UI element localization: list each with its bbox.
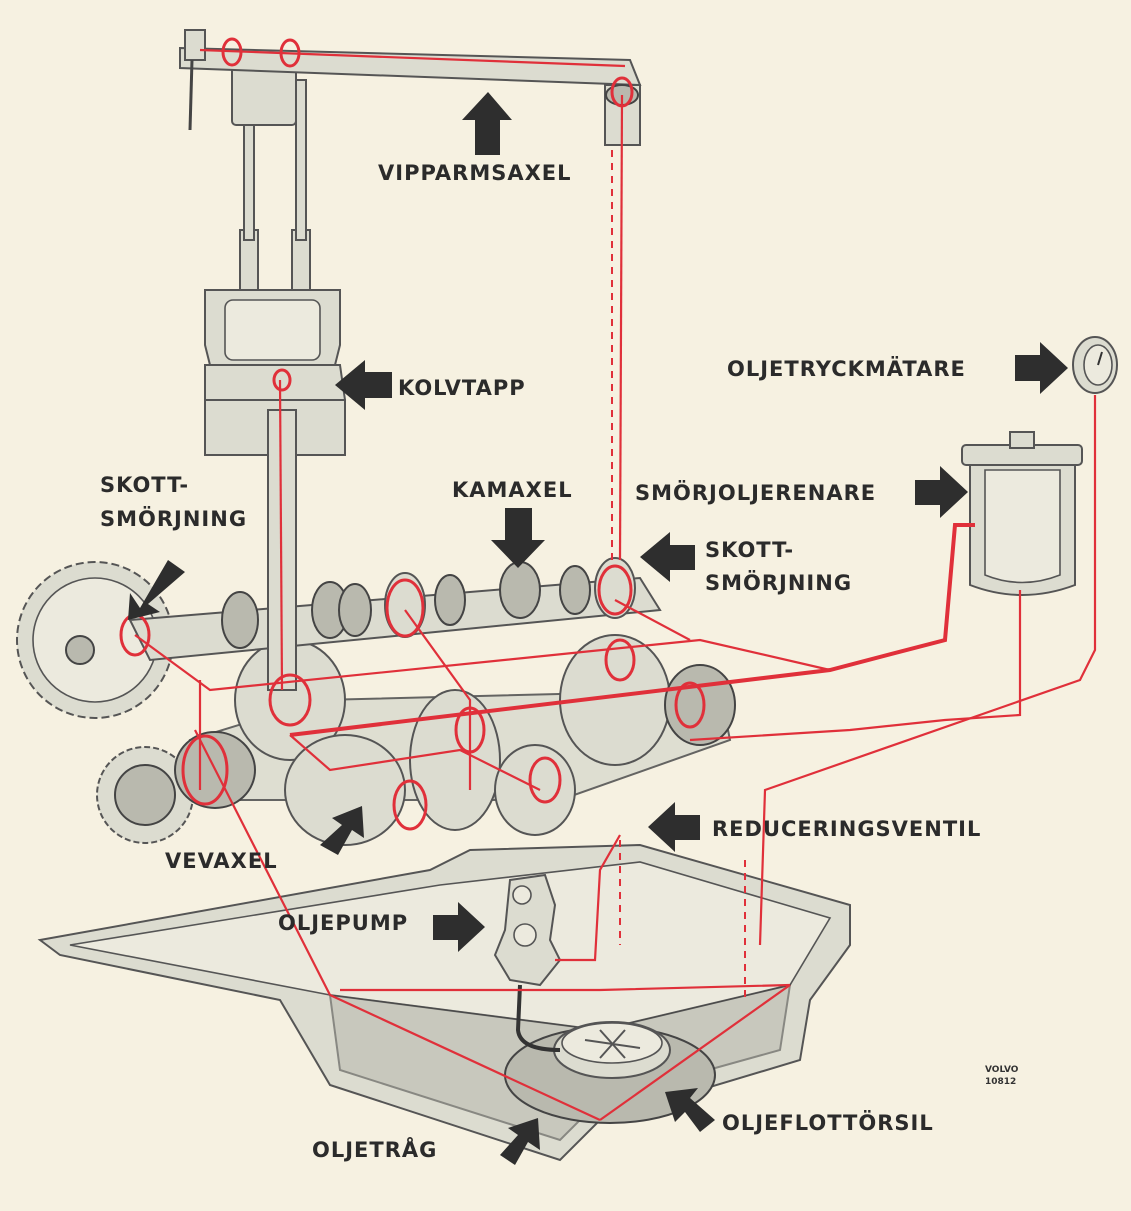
arrow-vevaxel: [320, 806, 364, 855]
arrow-oljeflottorsil: [665, 1088, 715, 1132]
oil-filter: [961, 431, 1083, 596]
label-vipparmsaxel: VIPPARMSAXEL: [378, 161, 572, 185]
label-volvo-2: 10812: [985, 1077, 1016, 1087]
label-smorjoljerenare: SMÖRJOLJERENARE: [635, 480, 876, 505]
timing-gears: [16, 561, 194, 844]
label-skott-right-2: SMÖRJNING: [705, 570, 852, 595]
label-oljepump: OLJEPUMP: [278, 911, 408, 935]
arrow-oljetryckmatare: [1015, 342, 1068, 394]
arrow-reduceringsventil: [648, 802, 700, 852]
label-reduceringsventil: REDUCERINGSVENTIL: [712, 817, 981, 841]
label-oljetrag: OLJETRÅG: [312, 1137, 437, 1162]
arrow-kamaxel: [491, 508, 545, 568]
arrow-oljepump: [433, 902, 485, 952]
oil-pressure-gauge: [1072, 336, 1118, 394]
crankshaft: [174, 634, 736, 846]
label-skott-right-1: SKOTT-: [705, 538, 794, 562]
label-oljeflottorsil: OLJEFLOTTÖRSIL: [722, 1110, 934, 1135]
arrow-oljetrag: [500, 1118, 540, 1165]
arrow-vipparmsaxel: [462, 92, 512, 155]
oil-float-strainer: [504, 1021, 716, 1124]
label-oljetryckmatare: OLJETRYCKMÄTARE: [727, 356, 966, 381]
arrow-kolvtapp: [335, 360, 392, 410]
label-vevaxel: VEVAXEL: [165, 849, 278, 873]
label-skott-left-1: SKOTT-: [100, 473, 189, 497]
valves-rocker: [179, 29, 642, 241]
label-kamaxel: KAMAXEL: [452, 478, 573, 502]
arrow-skott-left: [128, 560, 185, 620]
oil-circuit: [134, 48, 1097, 1121]
label-volvo-1: VOLVO: [985, 1065, 1019, 1075]
arrow-skott-right: [640, 532, 695, 582]
label-skott-left-2: SMÖRJNING: [100, 506, 247, 531]
oil-pump: [493, 873, 562, 1052]
camshaft: [128, 557, 662, 662]
piston-assembly: [204, 229, 347, 691]
label-kolvtapp: KOLVTAPP: [398, 376, 526, 400]
lubrication-points: [119, 37, 706, 831]
labels: VIPPARMSAXEL KOLVTAPP OLJETRYCKMÄTARE KA…: [100, 161, 1019, 1162]
callout-arrows: [128, 92, 1068, 1165]
arrow-smorjoljerenare: [915, 466, 968, 518]
